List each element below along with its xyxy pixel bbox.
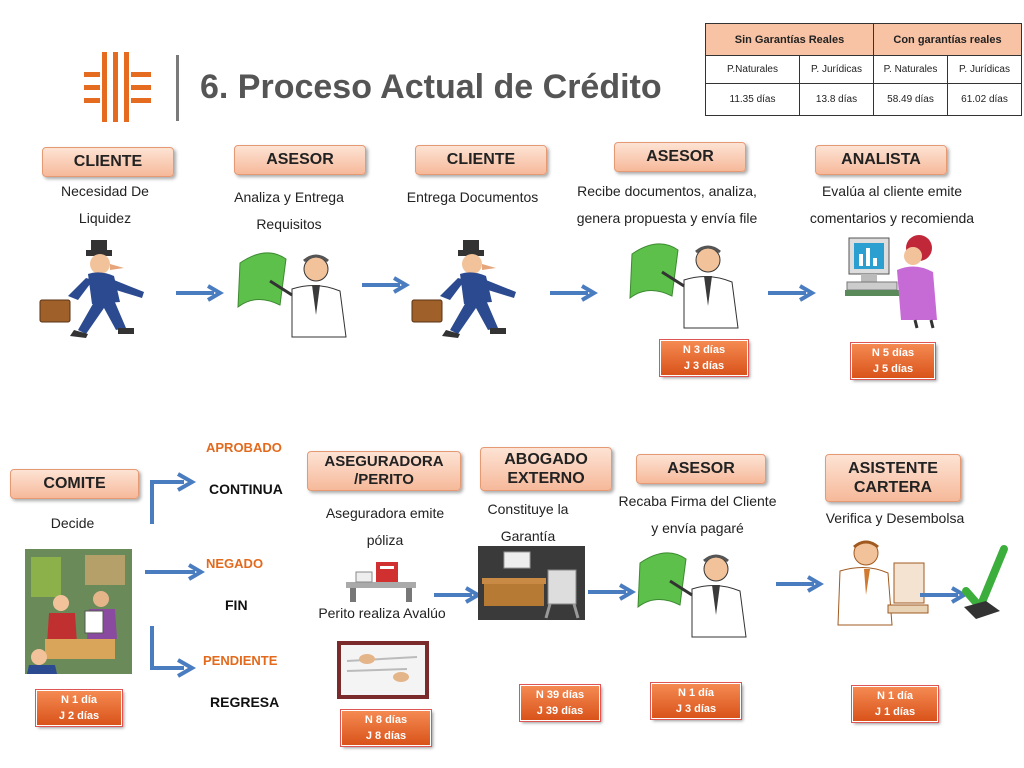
status-aprobado: APROBADO (206, 440, 282, 455)
analyst-at-computer-icon (845, 235, 937, 329)
role-analista: ANALISTA (815, 145, 947, 175)
checkmark-approved-icon (962, 545, 1008, 619)
lawyer-office-icon (478, 546, 585, 620)
timing-table: Sin Garantías Reales Con garantías reale… (705, 23, 1022, 116)
table-cell: 11.35 días (705, 83, 800, 116)
assistant-at-computer-icon (837, 540, 929, 626)
role-asesor-2: ASESOR (614, 142, 746, 172)
status-pendiente: PENDIENTE (203, 653, 278, 668)
businessman-walking-icon (411, 240, 516, 338)
step-description: Verifica y Desembolsa (825, 510, 965, 526)
appraisal-document-icon (337, 641, 429, 699)
committee-meeting-icon (25, 549, 132, 674)
table-sub-header: P. Naturales (873, 55, 948, 84)
table-group-header: Con garantías reales (873, 23, 1022, 56)
table-sub-header: P. Jurídicas (947, 55, 1022, 84)
branch-arrow-up-icon (150, 472, 197, 524)
role-cliente-2: CLIENTE (415, 145, 547, 175)
step-description: Entrega Documentos (406, 189, 539, 205)
outcome-continua: CONTINUA (209, 481, 283, 497)
outcome-regresa: REGRESA (210, 694, 280, 710)
advisor-presenting-icon (637, 552, 747, 638)
table-group-header: Sin Garantías Reales (705, 23, 874, 56)
table-sub-header: P.Naturales (705, 55, 800, 84)
advisor-presenting-icon (237, 252, 347, 338)
branch-arrow-down-icon (150, 626, 197, 678)
arrow-right-icon (434, 586, 482, 604)
arrow-right-icon (362, 276, 410, 294)
arrow-right-icon (550, 284, 598, 302)
arrow-right-icon (588, 583, 636, 601)
businessman-walking-icon (39, 240, 144, 338)
table-cell: 61.02 días (947, 83, 1022, 116)
step-description: Perito realiza Avalúo (318, 605, 446, 621)
table-sub-header: P. Jurídicas (799, 55, 874, 84)
advisor-presenting-icon (629, 243, 739, 329)
table-cell: 58.49 días (873, 83, 948, 116)
arrow-right-icon (176, 284, 224, 302)
role-cliente-1: CLIENTE (42, 147, 174, 177)
arrow-right-icon (920, 586, 968, 604)
role-abogado-externo: ABOGADO EXTERNO (480, 447, 612, 491)
role-asesor-3: ASESOR (636, 454, 766, 484)
step-description: Recibe documentos, analiza,genera propue… (576, 183, 758, 226)
page-title: 6. Proceso Actual de Crédito (200, 68, 662, 106)
company-logo-icon (84, 52, 151, 122)
outcome-fin: FIN (225, 597, 248, 613)
role-comite: COMITE (10, 469, 139, 499)
role-asistente-cartera: ASISTENTE CARTERA (825, 454, 961, 502)
role-aseguradora-perito: ASEGURADORA /PERITO (307, 451, 461, 491)
arrow-right-icon (776, 575, 824, 593)
table-cell: 13.8 días (799, 83, 874, 116)
status-negado: NEGADO (206, 556, 264, 571)
title-divider (176, 55, 179, 121)
step-description: Decide (50, 515, 95, 531)
insurance-desk-icon (346, 562, 416, 602)
role-asesor-1: ASESOR (234, 145, 366, 175)
arrow-right-icon (768, 284, 816, 302)
arrow-right-icon (145, 563, 205, 581)
